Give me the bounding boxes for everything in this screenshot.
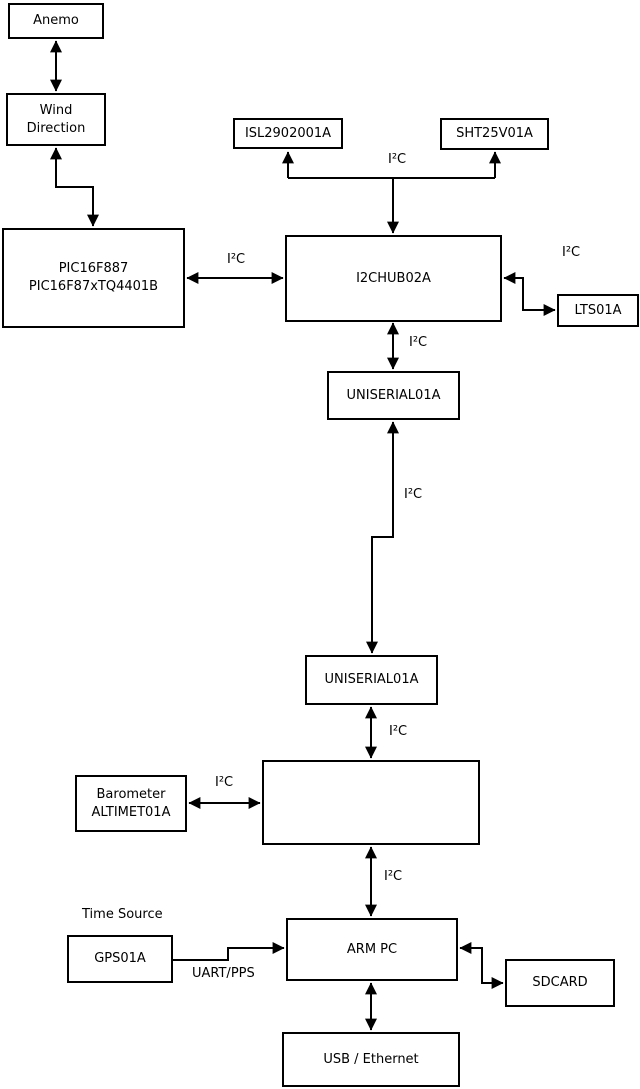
edge-label-i2c-hub-uniserial: I²C bbox=[409, 335, 428, 350]
edge-label-i2c-uniserial-link: I²C bbox=[404, 487, 423, 502]
edge-i2chubtop-lts bbox=[503, 272, 556, 316]
edge-winddirection-pic bbox=[50, 147, 99, 227]
node-wind-direction: Wind Direction bbox=[6, 93, 106, 146]
node-isl2902001a-label: ISL2902001A bbox=[244, 125, 332, 141]
node-i2chub02a-top: I2CHUB02A bbox=[285, 235, 502, 322]
edge-label-i2c-barometer-hub2: I²C bbox=[215, 775, 234, 790]
node-arm-pc-label: ARM PC bbox=[346, 941, 398, 957]
edge-label-i2c-pic-hub: I²C bbox=[227, 252, 246, 267]
node-uniserial01a-bottom: UNISERIAL01A bbox=[305, 655, 438, 705]
node-anemo: Anemo bbox=[8, 3, 104, 39]
node-pic16f887: PIC16F887 PIC16F87xTQ4401B bbox=[2, 228, 185, 328]
edge-uniserialtop-uniserialbottom bbox=[366, 421, 399, 654]
node-sht25v01a: SHT25V01A bbox=[440, 118, 549, 150]
edge-gps-armpc bbox=[173, 942, 285, 961]
node-sdcard: SDCARD bbox=[505, 959, 615, 1007]
node-usb-ethernet-label: USB / Ethernet bbox=[323, 1051, 419, 1067]
node-sdcard-label: SDCARD bbox=[532, 975, 588, 991]
node-sht25v01a-label: SHT25V01A bbox=[456, 126, 533, 142]
node-uniserial01a-top: UNISERIAL01A bbox=[327, 371, 460, 420]
node-lts01a: LTS01A bbox=[557, 294, 639, 327]
node-i2chub02a-top-label: I2CHUB02A bbox=[356, 270, 431, 286]
edge-label-uart-pps: UART/PPS bbox=[192, 966, 255, 981]
node-barometer-altimet01a-label: Barometer ALTIMET01A bbox=[91, 786, 171, 820]
node-lts01a-label: LTS01A bbox=[574, 302, 622, 318]
node-isl2902001a: ISL2902001A bbox=[233, 118, 343, 149]
node-pic16f887-label: PIC16F887 PIC16F87xTQ4401B bbox=[28, 261, 159, 294]
edge-label-i2c-hub-lts: I²C bbox=[562, 245, 581, 260]
edge-label-i2c-uniserial-hub2: I²C bbox=[389, 724, 408, 739]
node-uniserial01a-bottom-label: UNISERIAL01A bbox=[324, 672, 419, 688]
edge-label-i2c-hub2-armpc: I²C bbox=[384, 869, 403, 884]
edge-label-i2c-isl-sht: I²C bbox=[388, 152, 407, 167]
node-gps01a: GPS01A bbox=[67, 935, 173, 983]
node-anemo-label: Anemo bbox=[33, 13, 79, 29]
node-i2chub02a-bottom bbox=[262, 760, 480, 845]
edge-label-time-source: Time Source bbox=[82, 907, 163, 922]
node-uniserial01a-top-label: UNISERIAL01A bbox=[346, 387, 441, 403]
node-arm-pc: ARM PC bbox=[286, 918, 458, 981]
node-gps01a-label: GPS01A bbox=[94, 951, 146, 967]
edge-armpc-sdcard bbox=[459, 942, 504, 989]
node-barometer-altimet01a: Barometer ALTIMET01A bbox=[75, 775, 187, 832]
node-wind-direction-label: Wind Direction bbox=[26, 102, 86, 136]
node-usb-ethernet: USB / Ethernet bbox=[282, 1032, 460, 1087]
